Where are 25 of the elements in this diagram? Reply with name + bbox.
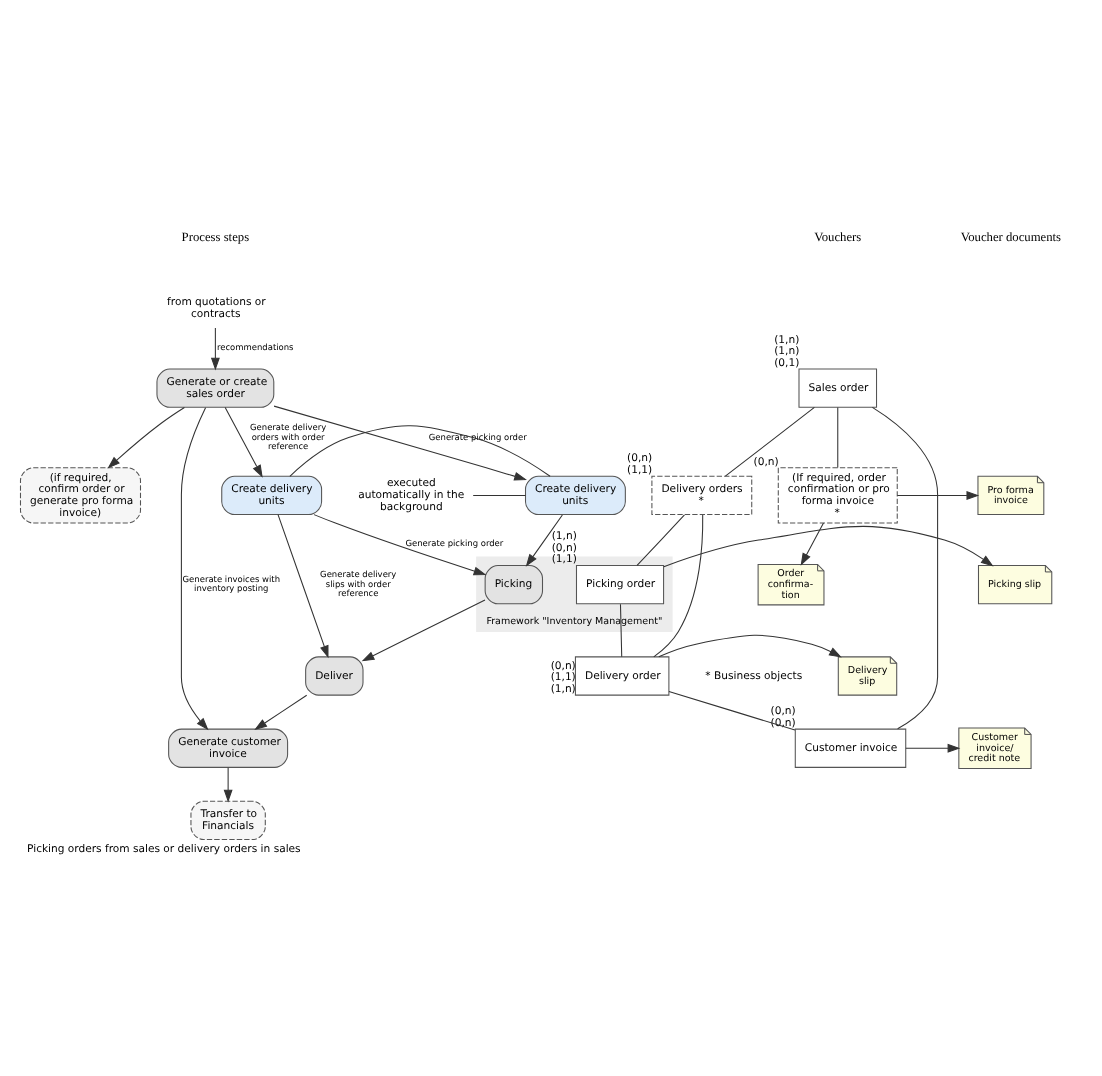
arrow [658, 633, 842, 657]
arrow [361, 598, 486, 661]
arrow [223, 766, 233, 802]
connector [619, 602, 623, 657]
arrow [896, 490, 980, 499]
arrow [663, 524, 994, 567]
arrow [905, 742, 961, 752]
connector [724, 405, 815, 476]
connector [636, 513, 685, 565]
arrow [525, 513, 563, 566]
connector [289, 424, 551, 476]
arrow [210, 326, 220, 370]
arrow [800, 521, 824, 565]
arrow [313, 513, 487, 575]
arrow [254, 693, 308, 729]
connector [837, 406, 839, 468]
connector [871, 405, 939, 729]
arrow [277, 513, 329, 658]
connector [668, 689, 796, 730]
connector [653, 513, 704, 657]
connector [472, 493, 527, 495]
arrow [180, 406, 209, 730]
arrow [224, 406, 263, 477]
arrow [273, 404, 527, 480]
arrow [107, 405, 185, 468]
